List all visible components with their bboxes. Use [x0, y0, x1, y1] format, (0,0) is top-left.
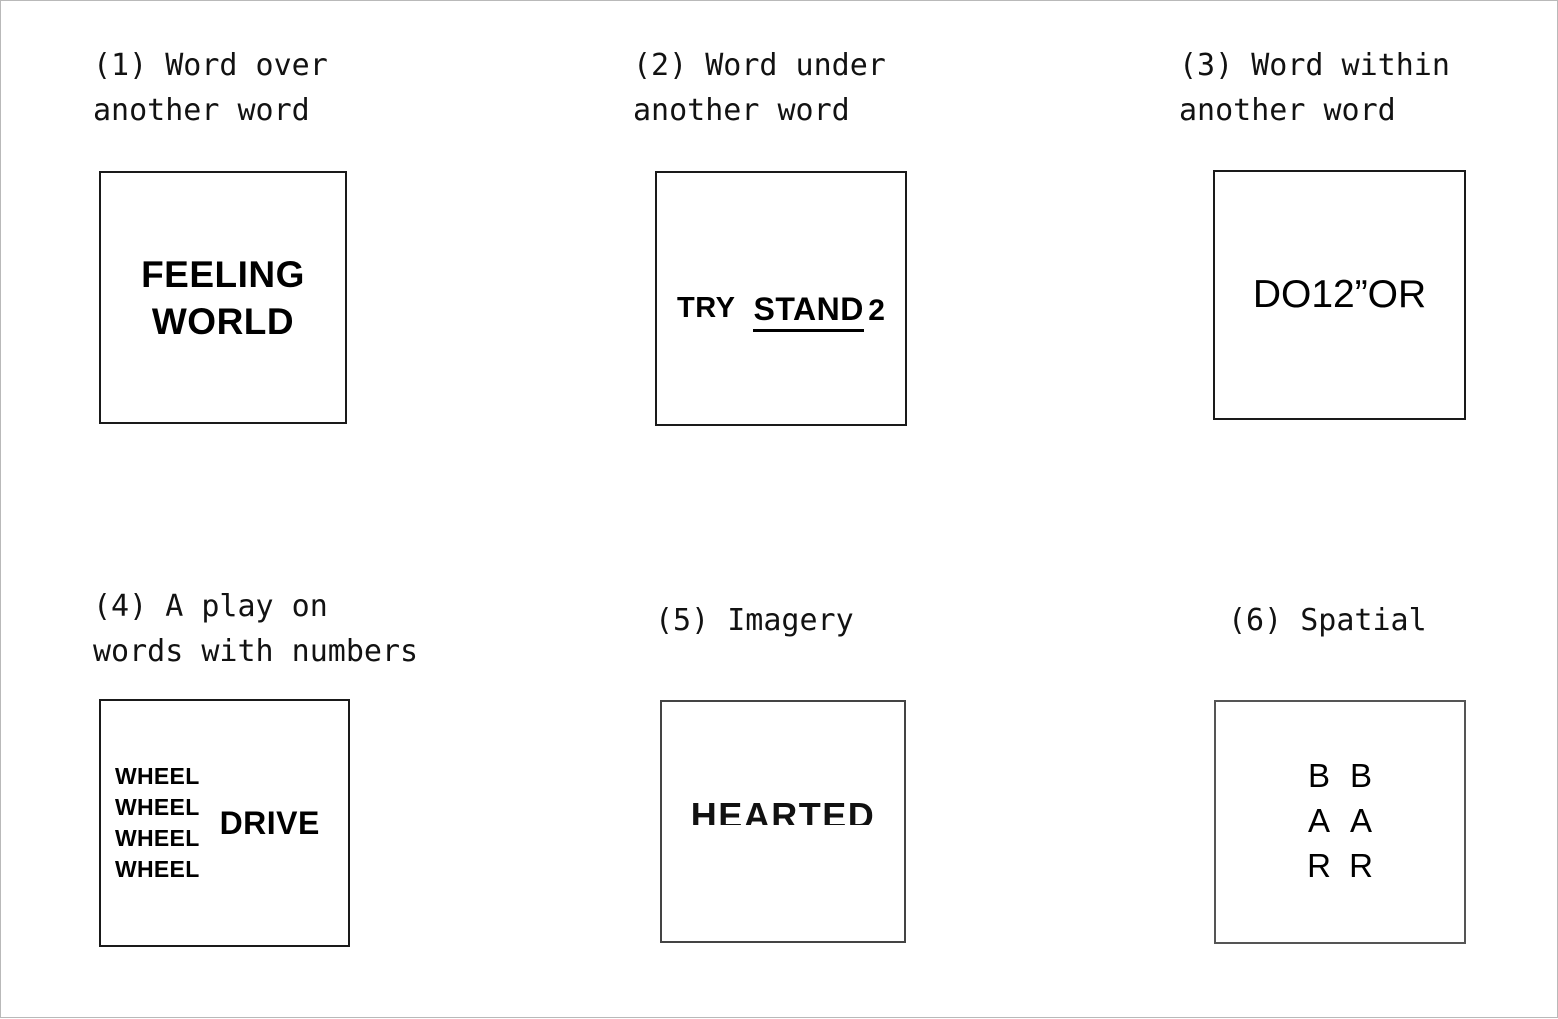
puzzle-box-2-content: TRY STAND 2	[657, 173, 905, 424]
puzzle-box-3-content: DO12”OR	[1215, 172, 1464, 418]
puzzle-box-4: WHEEL WHEEL WHEEL WHEEL DRIVE	[99, 699, 350, 947]
puzzle-caption-3-container: (3) Word within another word	[1179, 43, 1450, 133]
bar-right-letter-1: B	[1349, 756, 1372, 794]
puzzle-box-2: TRY STAND 2	[655, 171, 907, 426]
puzzle-box-4-content: WHEEL WHEEL WHEEL WHEEL DRIVE	[115, 701, 348, 945]
puzzle-box-5: HEARTED	[660, 700, 906, 943]
bar-right-letter-3: R	[1349, 846, 1373, 884]
puzzle-caption-3: (3) Word within another word	[1179, 48, 1450, 128]
puzzle-box-1-content: FEELING WORLD	[101, 173, 345, 422]
word-over-bottom: WORLD	[151, 300, 295, 342]
wheel-line-1: WHEEL	[115, 763, 200, 789]
imagery-clip-mask: HEARTED	[662, 794, 904, 825]
puzzle-caption-2: (2) Word under another word	[633, 48, 886, 128]
word-stack: FEELING WORLD	[141, 251, 305, 345]
puzzle-caption-2-container: (2) Word under another word	[633, 43, 886, 133]
wheel-line-4: WHEEL	[115, 856, 200, 882]
puzzle-box-6: B A R B A R	[1214, 700, 1466, 944]
puzzle-caption-5: (5) Imagery	[655, 603, 854, 638]
fraction-denominator: 2	[868, 294, 885, 327]
word-over-top: FEELING	[141, 253, 305, 295]
bar-left-letter-3: R	[1307, 846, 1331, 884]
bar-column-left: B A R	[1305, 753, 1333, 888]
fraction-numerator: STAND	[753, 291, 864, 332]
puzzle-caption-4-container: (4) A play on words with numbers	[93, 584, 418, 674]
bar-left-letter-1: B	[1307, 756, 1330, 794]
puzzle-caption-6: (6) Spatial	[1228, 603, 1427, 638]
bar-grid: B A R B A R	[1305, 753, 1375, 888]
puzzle-box-3: DO12”OR	[1213, 170, 1466, 420]
try-stand-group: TRY STAND 2	[677, 291, 885, 332]
puzzle-box-1: FEELING WORLD	[99, 171, 347, 424]
bar-right-letter-2: A	[1349, 801, 1372, 839]
wheel-line-3: WHEEL	[115, 825, 200, 851]
puzzle-caption-6-container: (6) Spatial	[1228, 598, 1427, 643]
puzzle-caption-5-container: (5) Imagery	[655, 598, 854, 643]
within-word-text: DO12”OR	[1252, 273, 1427, 316]
imagery-word: HEARTED	[690, 795, 876, 825]
fraction-group: STAND 2	[753, 291, 885, 332]
wheel-stack: WHEEL WHEEL WHEEL WHEEL	[115, 761, 200, 885]
drive-word: DRIVE	[219, 805, 320, 841]
bar-column-right: B A R	[1347, 753, 1375, 888]
puzzle-caption-1-container: (1) Word over another word	[93, 43, 328, 133]
bar-left-letter-2: A	[1307, 801, 1330, 839]
wheel-line-2: WHEEL	[115, 794, 200, 820]
left-word: TRY	[677, 292, 736, 324]
puzzle-caption-1: (1) Word over another word	[93, 48, 328, 128]
puzzle-box-6-content: B A R B A R	[1216, 702, 1464, 942]
puzzle-caption-4: (4) A play on words with numbers	[93, 589, 419, 669]
